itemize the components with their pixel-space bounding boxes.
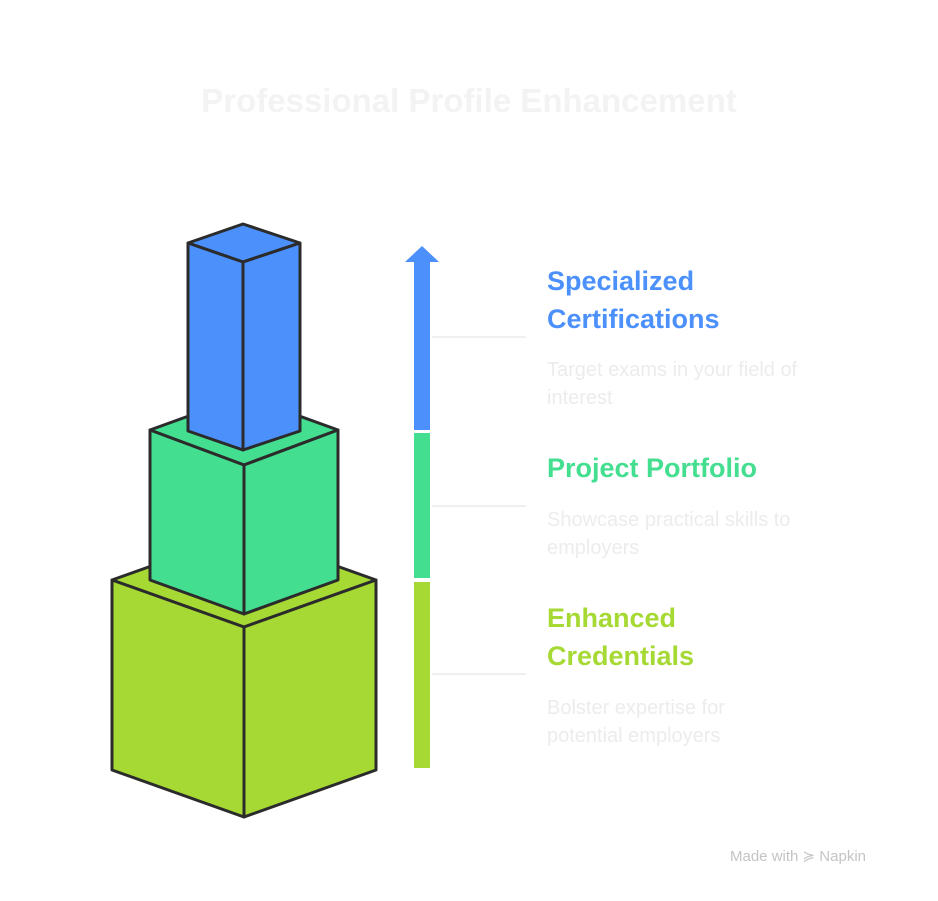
footer-brand: Napkin <box>819 848 866 865</box>
heading-project-portfolio: Project Portfolio <box>547 453 758 483</box>
heading-specialized-certifications: Specialized Certifications <box>547 266 720 334</box>
arrow-head-icon <box>405 246 439 262</box>
connector-lines <box>432 336 526 675</box>
desc-project-portfolio: Showcase practical skills to employers <box>547 509 791 559</box>
footer-credit: Made with ≽ Napkin <box>730 847 866 865</box>
desc-enhanced-credentials: Bolster expertise for potential employer… <box>547 697 725 747</box>
desc-specialized-certifications: Target exams in your field of interest <box>547 359 798 409</box>
footer-text: Made with <box>730 848 799 865</box>
napkin-logo-icon: ≽ <box>802 848 816 865</box>
heading-enhanced-credentials: Enhanced Credentials <box>547 603 695 671</box>
diagram-title: Professional Profile Enhancement <box>201 82 737 119</box>
box-specialized-certifications <box>186 222 302 452</box>
progress-arrow <box>405 246 439 768</box>
